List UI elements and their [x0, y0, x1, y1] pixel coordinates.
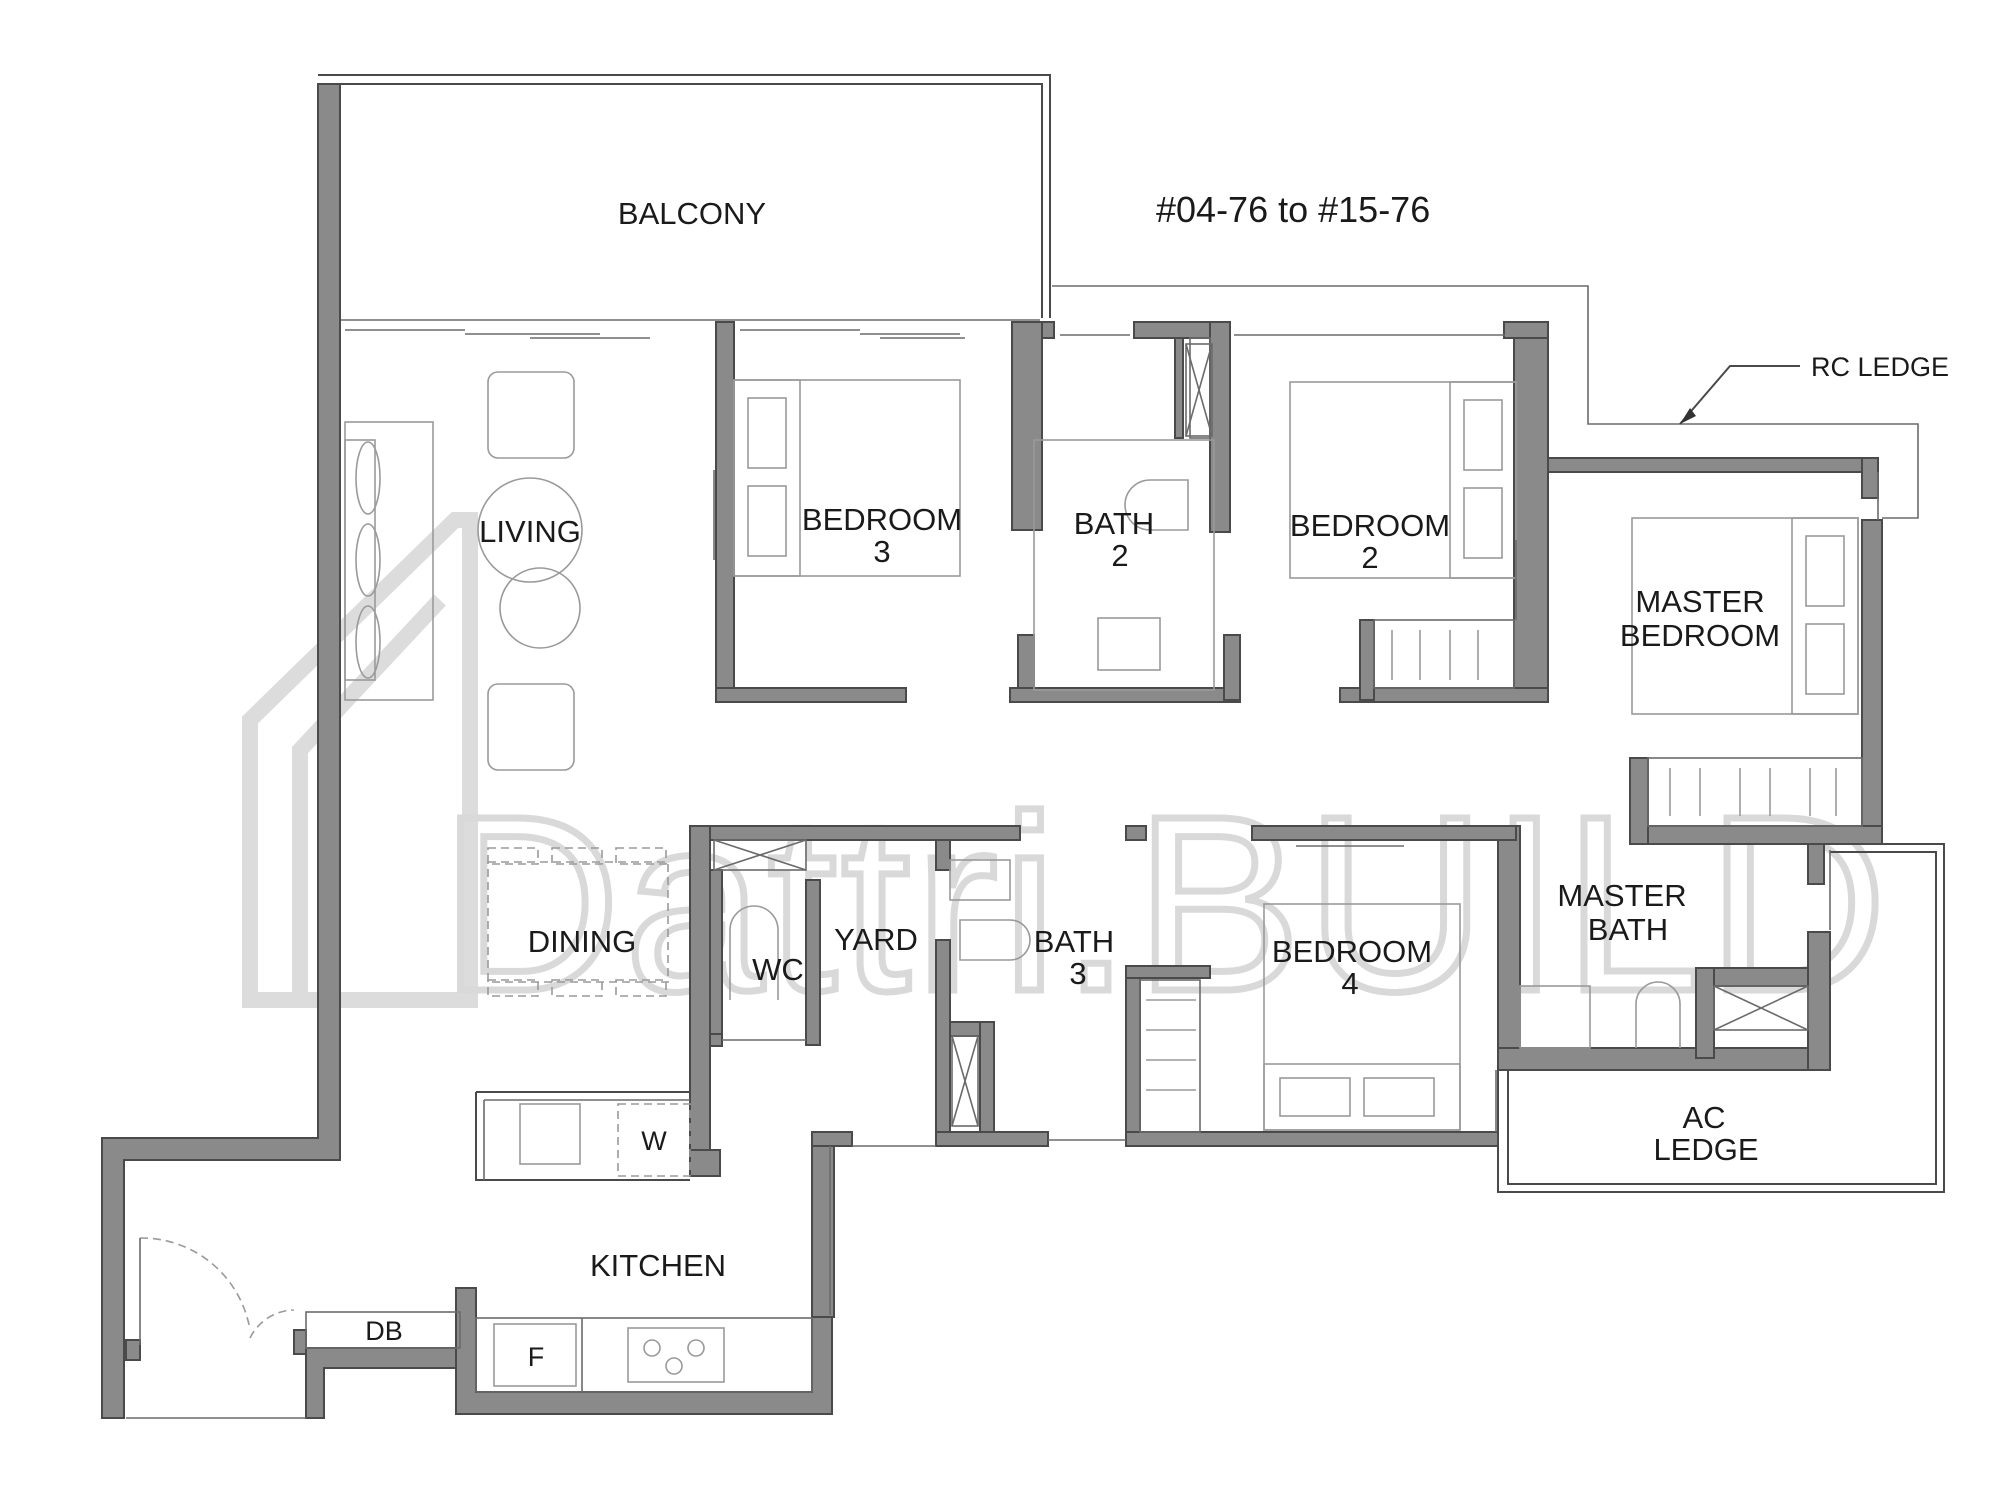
- room-label-bedroom-2-line2: 2: [1361, 540, 1378, 575]
- fridge-label: F: [528, 1342, 545, 1372]
- thin-lines: [126, 285, 1945, 1419]
- room-label-bath-2-line2: 2: [1111, 538, 1128, 573]
- room-label-master-bedroom-line2: BEDROOM: [1620, 618, 1780, 653]
- room-label-kitchen: KITCHEN: [590, 1248, 726, 1283]
- furniture: [344, 337, 1863, 1387]
- room-label-bath-2-line1: BATH: [1074, 506, 1154, 541]
- rc-ledge-label: RC LEDGE: [1811, 352, 1949, 382]
- db-label: DB: [365, 1316, 403, 1346]
- room-label-ac-ledge-line2: LEDGE: [1653, 1132, 1758, 1167]
- walls: [101, 83, 1883, 1419]
- room-label-bedroom-4-line1: BEDROOM: [1272, 934, 1432, 969]
- rc-ledge-leader: [1679, 365, 1800, 425]
- unit-range-label: #04-76 to #15-76: [1156, 189, 1430, 230]
- room-label-bath-3-line1: BATH: [1034, 924, 1114, 959]
- washer-label: W: [641, 1126, 667, 1156]
- room-label-bedroom-3-line1: BEDROOM: [802, 502, 962, 537]
- room-label-bedroom-3-line2: 3: [873, 534, 890, 569]
- room-label-balcony: BALCONY: [618, 196, 766, 231]
- door-swings: [139, 1237, 295, 1345]
- room-label-bedroom-4-line2: 4: [1341, 966, 1358, 1001]
- room-label-wc: WC: [752, 952, 804, 987]
- room-label-yard: YARD: [834, 922, 918, 957]
- balcony-area: [318, 74, 1051, 321]
- room-label-dining: DINING: [528, 924, 637, 959]
- room-label-bath-3-line2: 3: [1069, 956, 1086, 991]
- room-label-bedroom-2-line1: BEDROOM: [1290, 508, 1450, 543]
- room-label-ac-ledge-line1: AC: [1682, 1100, 1725, 1135]
- room-label-master-bath-line2: BATH: [1588, 912, 1668, 947]
- room-label-master-bath-line1: MASTER: [1557, 878, 1686, 913]
- room-label-living: LIVING: [479, 514, 581, 549]
- room-label-master-bedroom-line1: MASTER: [1635, 584, 1764, 619]
